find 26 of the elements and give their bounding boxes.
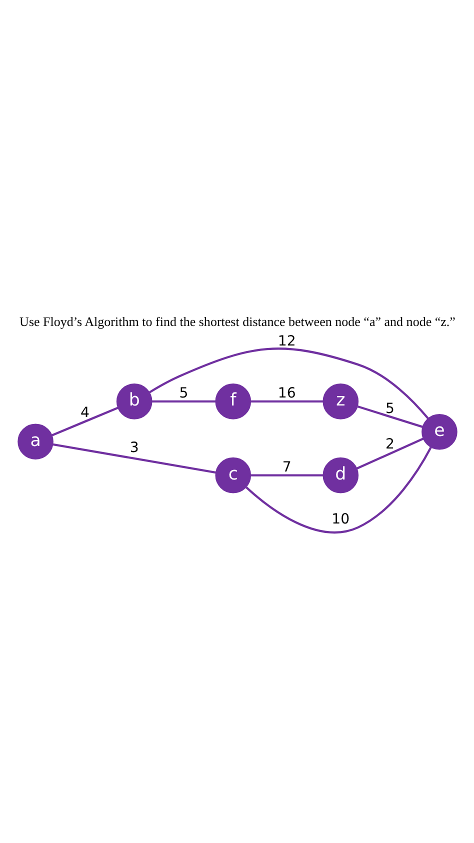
edge-label: 5 bbox=[178, 385, 188, 402]
connector bbox=[250, 474, 323, 476]
connector bbox=[356, 404, 423, 428]
connector bbox=[151, 400, 216, 402]
connector bbox=[148, 347, 429, 419]
edge-label: 3 bbox=[129, 439, 138, 456]
edge-label: 16 bbox=[277, 385, 296, 402]
connector bbox=[52, 442, 216, 474]
edge-label: 2 bbox=[385, 436, 394, 452]
diagram-title: Use Floyd’s Algorithm to find the shortest distance between node “a” and node “z.” bbox=[19, 314, 455, 329]
connector bbox=[245, 446, 432, 533]
edge-label: 5 bbox=[385, 400, 394, 416]
edge-label: 12 bbox=[277, 332, 296, 349]
connector bbox=[51, 406, 118, 436]
edge-label: 7 bbox=[282, 458, 291, 475]
connector bbox=[356, 437, 424, 469]
edge-label: 4 bbox=[80, 404, 89, 421]
node-circle: c bbox=[214, 456, 251, 493]
node-circle: d bbox=[322, 456, 358, 493]
edge-label: 10 bbox=[331, 511, 350, 528]
connector bbox=[250, 400, 323, 402]
node-circle: a bbox=[17, 423, 53, 460]
node-circle: b bbox=[116, 383, 152, 419]
node-circle: f bbox=[214, 383, 251, 419]
node-circle: z bbox=[322, 383, 358, 419]
node-circle: e bbox=[421, 413, 457, 450]
